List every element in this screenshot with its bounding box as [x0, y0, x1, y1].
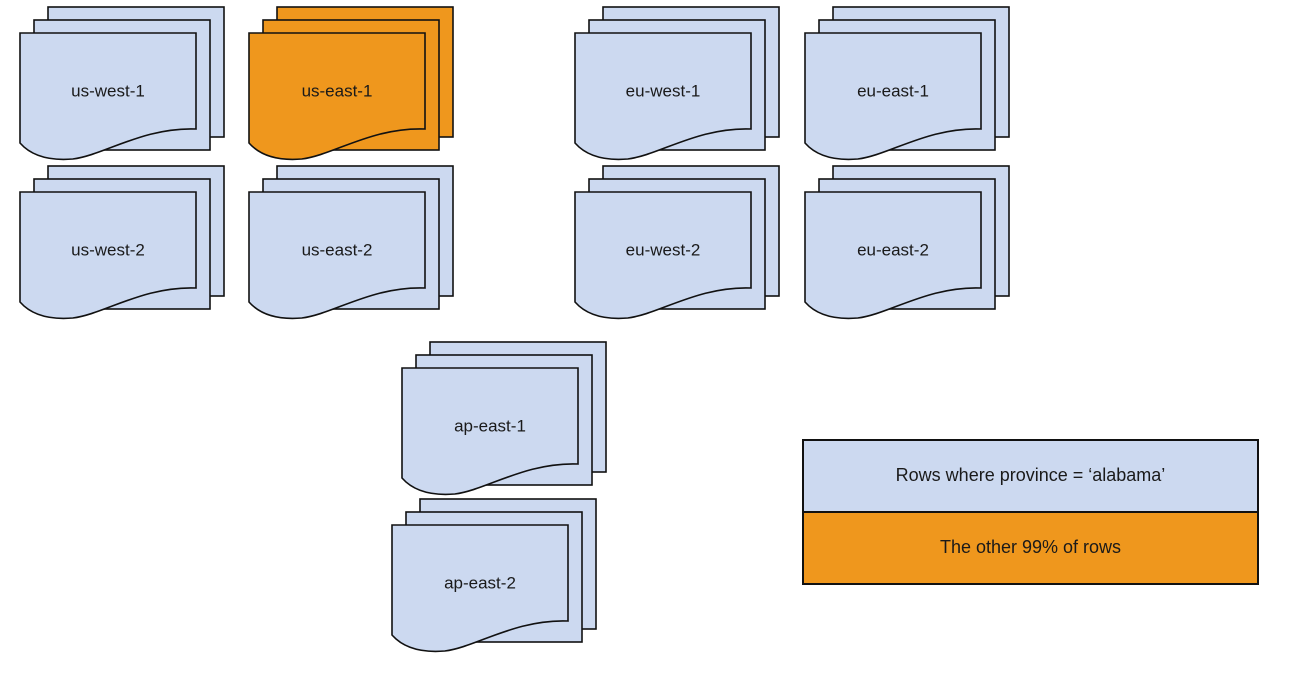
document-sheet-front-ap-east-1[interactable] [401, 367, 579, 496]
document-stack-eu-east-2[interactable]: eu-east-2 [804, 165, 1010, 320]
document-stack-ap-east-2[interactable]: ap-east-2 [391, 498, 597, 653]
legend: Rows where province = ‘alabama’The other… [802, 439, 1259, 585]
document-sheet-front-us-west-1[interactable] [19, 32, 197, 161]
document-sheet-front-us-east-2[interactable] [248, 191, 426, 320]
document-sheet-front-us-east-1[interactable] [248, 32, 426, 161]
legend-swatch-legend-row-other [802, 511, 1259, 585]
document-stack-eu-west-1[interactable]: eu-west-1 [574, 6, 780, 161]
document-sheet-front-eu-west-1[interactable] [574, 32, 752, 161]
document-stack-us-west-2[interactable]: us-west-2 [19, 165, 225, 320]
document-stack-ap-east-1[interactable]: ap-east-1 [401, 341, 607, 496]
document-sheet-front-eu-east-1[interactable] [804, 32, 982, 161]
document-stack-eu-east-1[interactable]: eu-east-1 [804, 6, 1010, 161]
document-stack-us-west-1[interactable]: us-west-1 [19, 6, 225, 161]
document-stack-us-east-2[interactable]: us-east-2 [248, 165, 454, 320]
document-stack-eu-west-2[interactable]: eu-west-2 [574, 165, 780, 320]
document-stack-us-east-1[interactable]: us-east-1 [248, 6, 454, 161]
document-sheet-front-ap-east-2[interactable] [391, 524, 569, 653]
document-sheet-front-eu-east-2[interactable] [804, 191, 982, 320]
document-sheet-front-eu-west-2[interactable] [574, 191, 752, 320]
document-sheet-front-us-west-2[interactable] [19, 191, 197, 320]
legend-swatch-legend-row-matching [802, 439, 1259, 513]
